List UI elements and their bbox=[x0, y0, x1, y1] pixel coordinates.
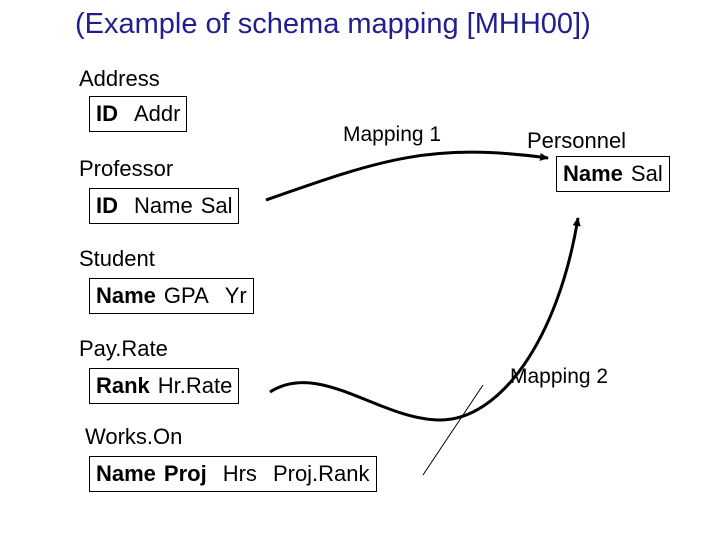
column-addr: Addr bbox=[134, 101, 181, 126]
mapping-2-arrow bbox=[269, 217, 581, 422]
mapping-2-label-leader bbox=[422, 384, 484, 476]
column-hr-rate: Hr.Rate bbox=[157, 373, 233, 398]
table-name-personnel: Personnel bbox=[527, 128, 627, 153]
table-workson-columns: Name Proj Hrs Proj.Rank bbox=[89, 456, 377, 492]
table-name-professor: Professor bbox=[79, 156, 174, 181]
table-name-workson: Works.On bbox=[85, 424, 183, 449]
table-address-columns: ID Addr bbox=[89, 96, 188, 132]
column-id: ID bbox=[96, 101, 118, 126]
table-payrate-columns: Rank Hr.Rate bbox=[89, 368, 240, 404]
table-professor-columns: ID Name Sal bbox=[89, 188, 240, 224]
table-personnel-columns: Name Sal bbox=[556, 156, 670, 192]
column-name: Name bbox=[134, 193, 193, 218]
column-proj: Proj bbox=[163, 461, 207, 486]
column-name: Name bbox=[563, 161, 623, 186]
column-hrs: Hrs bbox=[222, 461, 257, 486]
table-student-columns: Name GPA Yr bbox=[89, 278, 254, 314]
column-proj-rank: Proj.Rank bbox=[272, 461, 370, 486]
column-yr: Yr bbox=[224, 283, 247, 308]
slide-title: (Example of schema mapping [MHH00]) bbox=[75, 8, 591, 40]
column-sal: Sal bbox=[630, 161, 663, 186]
mapping-1-arrow bbox=[265, 150, 549, 202]
mapping-1-label: Mapping 1 bbox=[343, 123, 442, 146]
column-name: Name bbox=[96, 283, 156, 308]
table-name-address: Address bbox=[79, 66, 160, 91]
mapping-2-label: Mapping 2 bbox=[510, 365, 609, 388]
column-name: Name bbox=[96, 461, 156, 486]
column-rank: Rank bbox=[96, 373, 150, 398]
table-name-student: Student bbox=[79, 246, 155, 271]
table-name-payrate: Pay.Rate bbox=[79, 336, 168, 361]
column-id: ID bbox=[96, 193, 118, 218]
column-sal: Sal bbox=[200, 193, 233, 218]
column-gpa: GPA bbox=[163, 283, 209, 308]
